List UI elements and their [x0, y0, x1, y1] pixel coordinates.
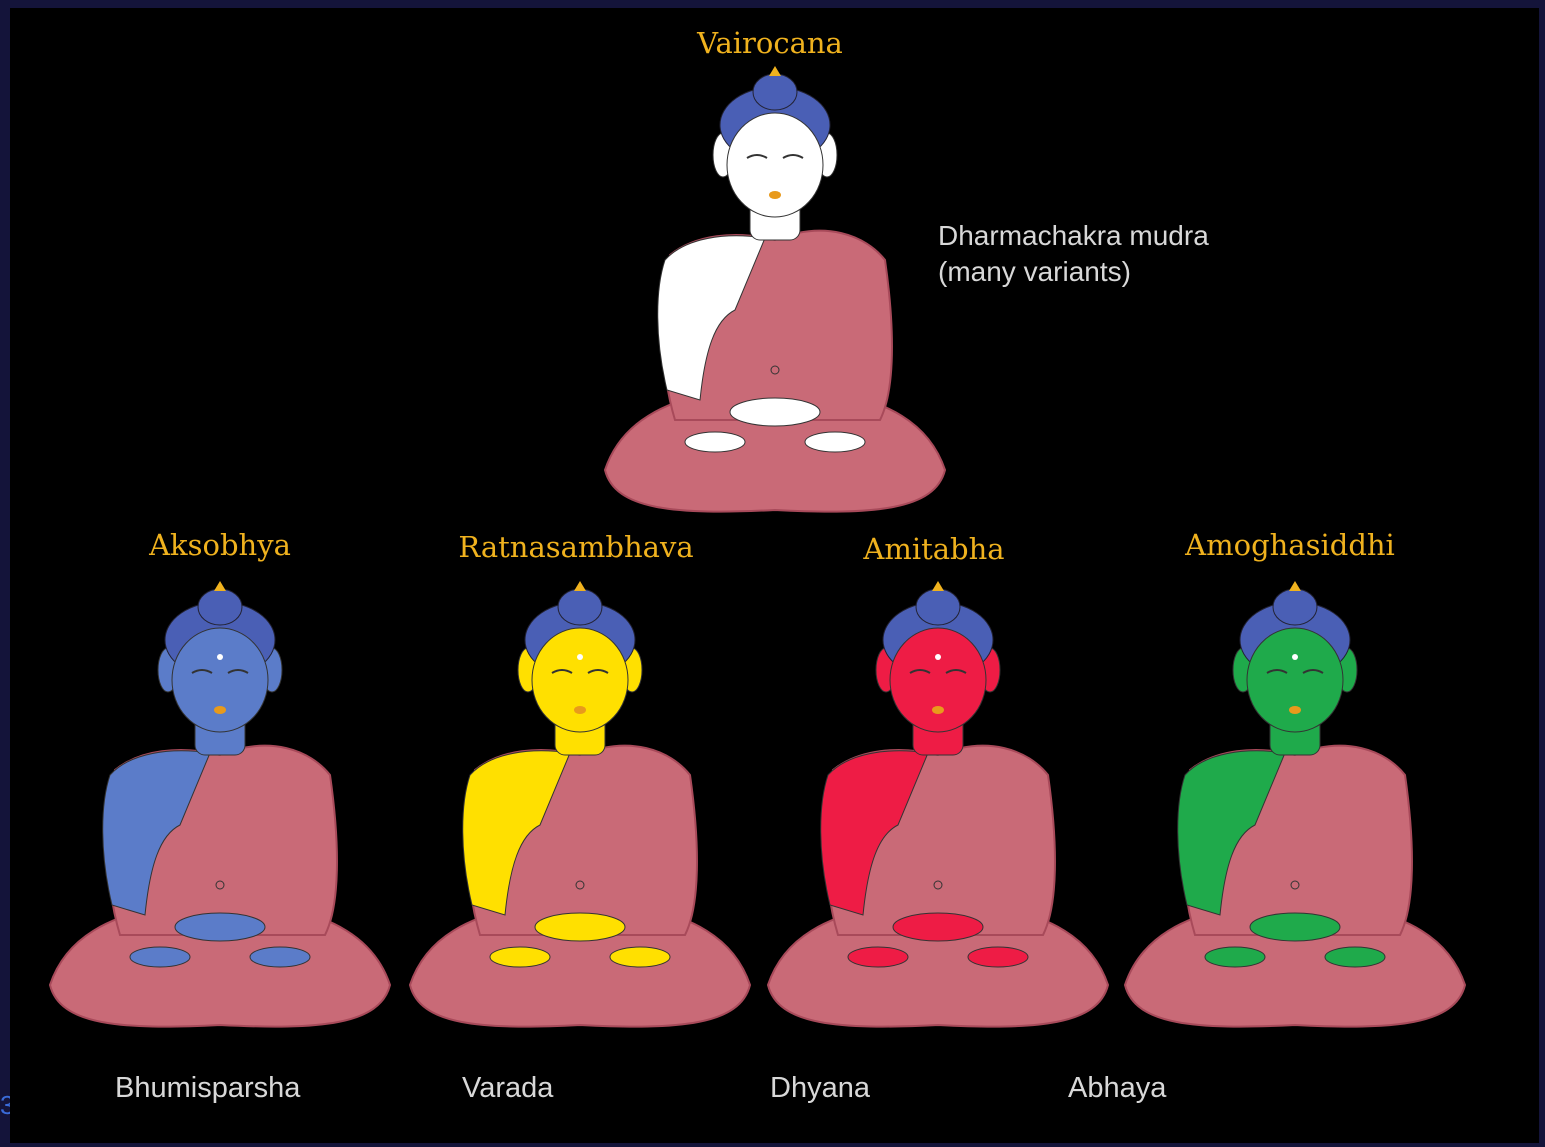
buddha-body	[768, 581, 1108, 1027]
name-aksobhya: Aksobhya	[149, 528, 291, 562]
left-foot	[1205, 947, 1265, 967]
buddha-body	[50, 581, 390, 1027]
slide-frame-left	[0, 0, 10, 1147]
mudra-note-vairocana: Dharmachakra mudra (many variants)	[938, 218, 1209, 290]
jewel	[1289, 581, 1301, 591]
jewel	[214, 581, 226, 591]
mouth	[932, 706, 944, 714]
hands	[175, 913, 265, 941]
right-foot	[610, 947, 670, 967]
name-vairocana: Vairocana	[697, 26, 843, 60]
slide-frame-right	[1539, 0, 1545, 1147]
name-ratnasambhava: Ratnasambhava	[458, 530, 693, 564]
mudra-label-bhumisparsha: Bhumisparsha	[115, 1072, 300, 1105]
urna	[577, 654, 583, 660]
urna	[217, 654, 223, 660]
hands	[1250, 913, 1340, 941]
slide-number: 3	[0, 1090, 10, 1121]
ushnisha	[916, 589, 960, 625]
mouth	[214, 706, 226, 714]
buddha-figure-ratnasambhava	[400, 575, 760, 1055]
name-amoghasiddhi: Amoghasiddhi	[1185, 528, 1395, 562]
buddha-body	[410, 581, 750, 1027]
face	[532, 628, 628, 732]
mudra-label-dhyana: Dhyana	[770, 1072, 870, 1105]
left-foot	[685, 432, 745, 452]
mudra-label-abhaya: Abhaya	[1068, 1072, 1166, 1105]
mouth	[769, 191, 781, 199]
hands	[730, 398, 820, 426]
right-foot	[968, 947, 1028, 967]
urna	[1292, 654, 1298, 660]
buddha-figure-aksobhya	[40, 575, 400, 1055]
name-amitabha: Amitabha	[863, 532, 1004, 566]
buddha-figure-amitabha	[758, 575, 1118, 1055]
jewel	[932, 581, 944, 591]
ushnisha	[198, 589, 242, 625]
left-foot	[490, 947, 550, 967]
left-foot	[848, 947, 908, 967]
right-foot	[805, 432, 865, 452]
note-line-1: Dharmachakra mudra	[938, 218, 1209, 254]
slide-frame-top	[0, 0, 1545, 8]
urna	[772, 139, 778, 145]
mudra-label-varada: Varada	[462, 1072, 553, 1105]
buddha-body	[605, 66, 945, 512]
face	[172, 628, 268, 732]
ushnisha	[753, 74, 797, 110]
hands	[893, 913, 983, 941]
face	[1247, 628, 1343, 732]
buddha-body	[1125, 581, 1465, 1027]
ushnisha	[558, 589, 602, 625]
right-foot	[250, 947, 310, 967]
right-foot	[1325, 947, 1385, 967]
ushnisha	[1273, 589, 1317, 625]
mouth	[574, 706, 586, 714]
slide-frame-bottom	[0, 1143, 1545, 1147]
buddha-figure-vairocana	[595, 70, 955, 520]
mouth	[1289, 706, 1301, 714]
face	[890, 628, 986, 732]
jewel	[574, 581, 586, 591]
urna	[935, 654, 941, 660]
face	[727, 113, 823, 217]
buddha-figure-amoghasiddhi	[1115, 575, 1475, 1055]
note-line-2: (many variants)	[938, 254, 1209, 290]
jewel	[769, 66, 781, 76]
left-foot	[130, 947, 190, 967]
hands	[535, 913, 625, 941]
